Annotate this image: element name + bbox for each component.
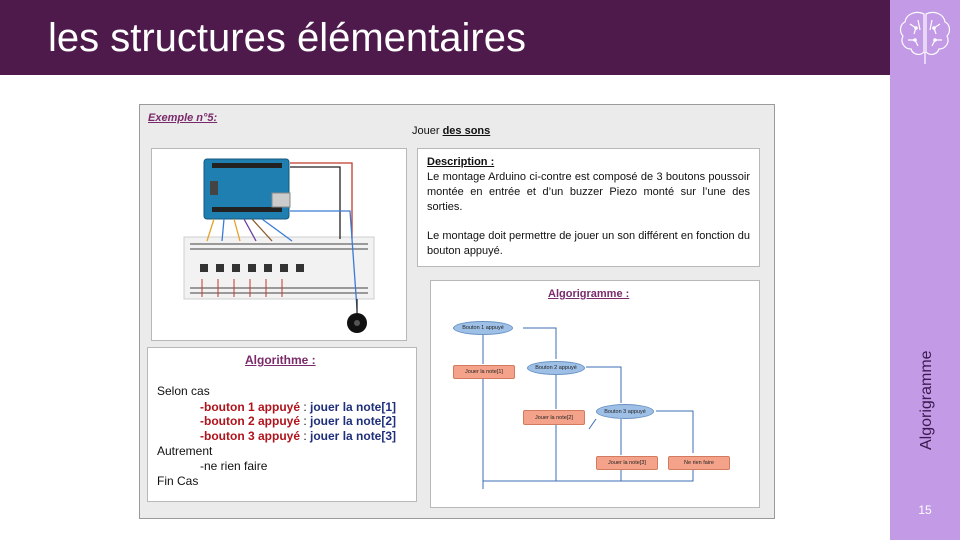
header-bar: les structures élémentaires	[0, 0, 890, 75]
case-3-sep: :	[300, 429, 311, 443]
algorithme-end: Fin Cas	[157, 474, 199, 488]
flow-process-1: Jouer la note[1]	[453, 365, 515, 379]
algorigramme-heading: Algorigramme :	[548, 288, 630, 300]
flow-process-2: Jouer la note[2]	[523, 410, 585, 425]
page-title: les structures élémentaires	[48, 16, 526, 60]
flow-decision-1: Bouton 1 appuyé	[453, 321, 513, 335]
algorithme-nothing: -ne rien faire	[200, 459, 268, 473]
example-subtitle: Jouer des sons	[412, 125, 490, 137]
algorithme-line: Selon cas	[157, 384, 210, 398]
case-2-sep: :	[300, 414, 311, 428]
example-title: Exemple n°5:	[148, 112, 218, 124]
sidebar	[890, 0, 960, 540]
circuit-illustration	[151, 148, 407, 341]
flow-process-3: Jouer la note[3]	[596, 456, 658, 470]
case-3-action: jouer la note[3]	[310, 429, 397, 443]
flow-decision-3: Bouton 3 appuyé	[596, 404, 654, 419]
algorithme-heading: Algorithme :	[245, 353, 316, 367]
page-number: 15	[918, 503, 932, 517]
algorithme-else: Autrement	[157, 444, 213, 458]
case-3-condition: -bouton 3 appuyé	[200, 429, 300, 443]
algorithme-case-2: -bouton 2 appuyé : jouer la note[2]	[200, 414, 396, 428]
description-paragraph-2: Le montage doit permettre de jouer un so…	[427, 230, 750, 257]
case-1-action: jouer la note[1]	[310, 400, 397, 414]
case-1-sep: :	[300, 400, 311, 414]
algorithme-box: Algorithme : Selon cas -bouton 1 appuyé …	[147, 347, 417, 502]
brain-icon	[890, 0, 960, 75]
subtitle-prefix: Jouer	[412, 125, 443, 137]
case-1-condition: -bouton 1 appuyé	[200, 400, 300, 414]
flow-process-4: Ne rien faire	[668, 456, 730, 470]
flow-decision-2: Bouton 2 appuyé	[527, 361, 585, 375]
algorigramme-box: Algorigramme : Bouton 1 appuyé Jouer la …	[430, 280, 760, 508]
algorithme-case-3: -bouton 3 appuyé : jouer la note[3]	[200, 429, 396, 443]
subtitle-bold: des sons	[442, 125, 491, 137]
description-paragraph-1: Le montage Arduino ci-contre est composé…	[427, 171, 750, 213]
slide-image: Exemple n°5: Jouer des sons	[139, 104, 775, 519]
case-2-action: jouer la note[2]	[310, 414, 397, 428]
case-2-condition: -bouton 2 appuyé	[200, 414, 300, 428]
sidebar-vertical-label: Algorigramme	[918, 350, 935, 450]
algorithme-case-1: -bouton 1 appuyé : jouer la note[1]	[200, 400, 396, 414]
description-box: Description : Le montage Arduino ci-cont…	[417, 148, 760, 267]
description-heading: Description :	[427, 156, 495, 168]
flowchart-connectors	[482, 327, 694, 489]
